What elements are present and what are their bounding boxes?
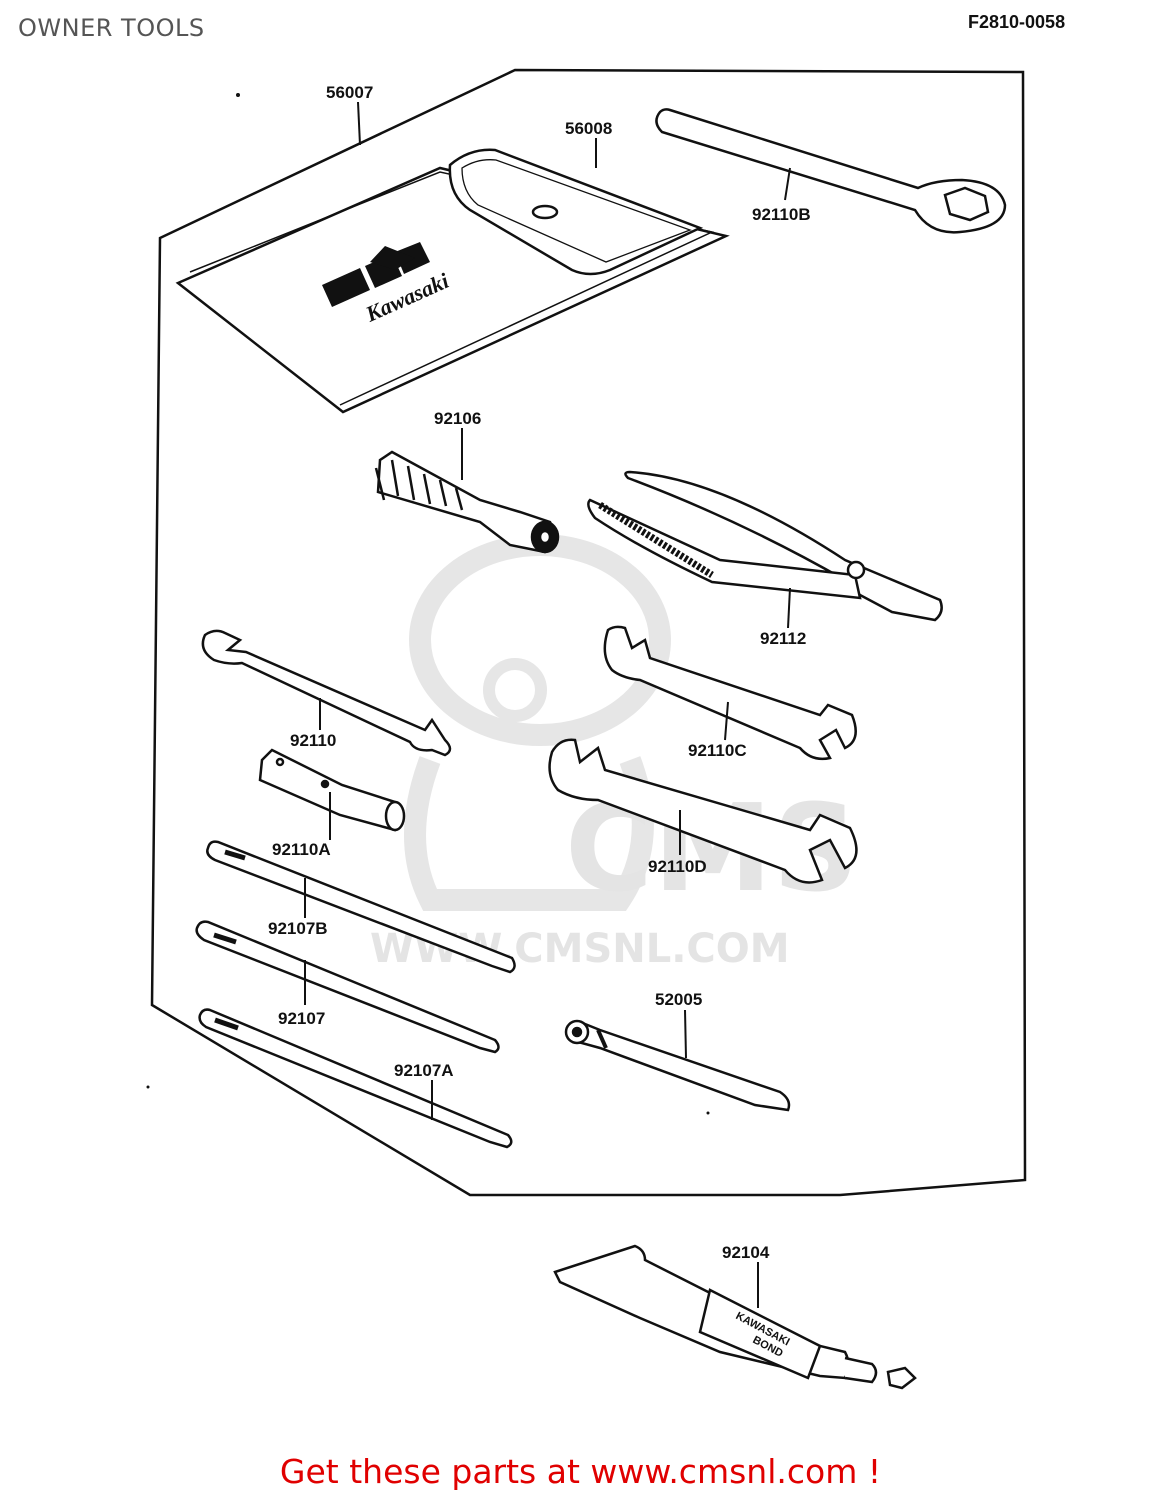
ring-wrench: [655, 108, 1007, 234]
part-label-92110b: 92110B: [752, 205, 811, 224]
footer-link[interactable]: Get these parts at www.cmsnl.com !: [279, 1452, 882, 1491]
figure-code: F2810-0058: [968, 12, 1066, 32]
part-label-56008: 56008: [565, 119, 612, 138]
screwdriver: [195, 920, 500, 1054]
kit-outline: [150, 68, 1027, 1197]
part-label-92110c: 92110C: [688, 741, 747, 760]
part-label-52005: 52005: [655, 990, 702, 1009]
part-label-92112: 92112: [760, 629, 806, 648]
open-end-wrench-large: [548, 738, 858, 884]
part-label-92110d: 92110D: [648, 857, 707, 876]
part-label-92107a: 92107A: [394, 1061, 454, 1080]
screwdriver-a: [198, 1008, 513, 1149]
open-end-wrench-medium: [603, 625, 857, 761]
handle: [374, 450, 560, 554]
extension-bar: [564, 1019, 791, 1112]
pliers: [587, 470, 943, 622]
screwdriver-b: [206, 840, 516, 974]
bond-tube: KAWASAKI BOND: [553, 1244, 917, 1390]
part-label-92104: 92104: [722, 1243, 770, 1262]
watermark-mascot-eye: [483, 658, 547, 722]
part-label-56007: 56007: [326, 83, 373, 102]
open-end-wrench-small: [201, 629, 452, 757]
page-title: OWNER TOOLS: [18, 14, 205, 42]
spark-plug-wrench: [258, 748, 406, 832]
part-label-92110: 92110: [290, 731, 336, 750]
tool-pouch: [448, 148, 704, 276]
part-label-92107: 92107: [278, 1009, 325, 1028]
pouch-snap-button: [531, 204, 559, 220]
part-label-92107b: 92107B: [268, 919, 328, 938]
part-labels: 56007 56008 92110B 92106 92112 92110 921…: [268, 83, 811, 1262]
part-label-92106: 92106: [434, 409, 481, 428]
part-label-92110a: 92110A: [272, 840, 331, 859]
cms-watermark: CMS WWW.CMSNL.COM: [370, 534, 859, 972]
leader-lines: [304, 101, 791, 1308]
